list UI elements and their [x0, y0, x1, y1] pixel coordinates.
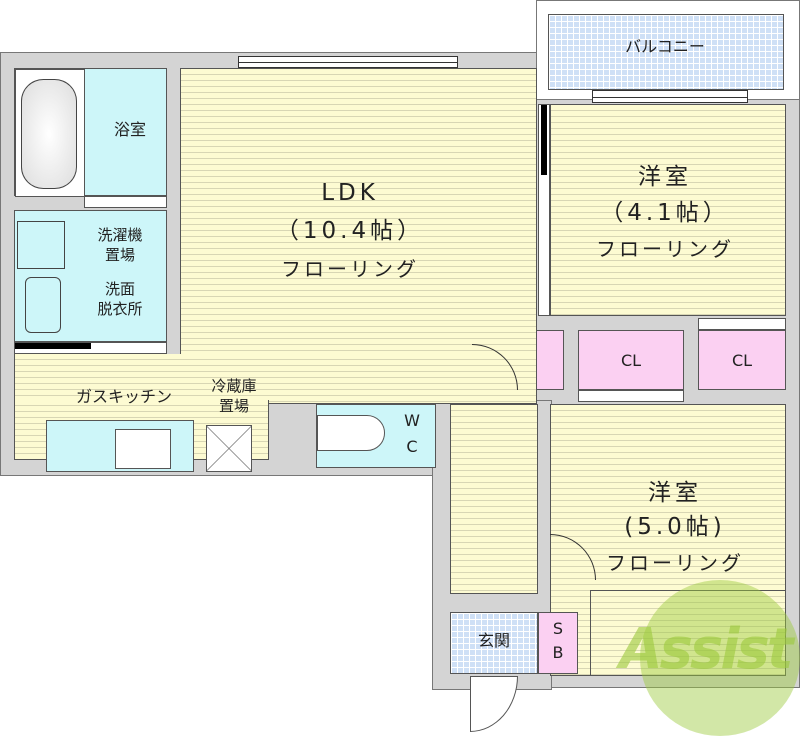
western1-size-label: （4.1帖） — [600, 200, 730, 226]
bathtub-basin-icon — [21, 79, 77, 189]
fridge-space-icon — [206, 425, 252, 472]
balcony — [548, 14, 784, 90]
ldk-label: LDK — [321, 180, 379, 206]
kitchen-counter — [46, 420, 194, 472]
washing-machine-place-label: 置場 — [104, 246, 135, 264]
fridge-label: 冷蔵庫 — [211, 377, 257, 395]
western2-floor-label: フローリング — [606, 551, 744, 575]
kitchen-area — [14, 354, 537, 404]
western2-size-label: (5.0帖) — [624, 514, 726, 540]
sliding-door-ldk-western1[interactable] — [538, 104, 550, 316]
shoe-box — [538, 612, 578, 674]
washing-machine-label: 洗濯機 — [97, 226, 143, 244]
entrance-door[interactable] — [470, 676, 518, 732]
closet-1-label: CL — [620, 351, 642, 370]
bathroom: 浴室 — [14, 68, 167, 197]
ldk-floor-label: フローリング — [281, 257, 419, 281]
ldk-room — [180, 68, 537, 356]
dressing-room-label: 脱衣所 — [97, 300, 143, 318]
fridge-place-label: 置場 — [218, 397, 249, 415]
western2-label: 洋室 — [648, 480, 702, 506]
closet-1-door[interactable] — [578, 390, 684, 402]
washroom: 洗濯機 置場 洗面 脱衣所 — [14, 210, 167, 342]
closet-2-label: CL — [731, 351, 753, 370]
kitchen-label: ガスキッチン — [75, 387, 172, 406]
western1-floor-label: フローリング — [596, 237, 734, 261]
sink-icon — [25, 277, 61, 333]
wc-room — [316, 404, 436, 468]
western-room-1 — [550, 104, 786, 316]
ldk-size-label: （10.4帖） — [275, 218, 425, 244]
kitchen-sink-icon — [115, 429, 171, 469]
washroom-door[interactable] — [14, 342, 167, 354]
western1-window[interactable] — [592, 90, 748, 103]
toilet-icon — [317, 415, 385, 451]
entrance — [450, 612, 538, 674]
hallway — [450, 404, 538, 594]
wc-label-c: C — [406, 437, 418, 456]
closet-1 — [578, 330, 684, 390]
watermark-text: Assist — [619, 617, 793, 682]
bathroom-label: 浴室 — [113, 120, 146, 139]
balcony-label: バルコニー — [625, 37, 705, 56]
wc-label-w: W — [404, 411, 420, 430]
entrance-label: 玄関 — [477, 631, 510, 650]
closet-2-door[interactable] — [698, 318, 786, 330]
closet-2 — [698, 330, 786, 390]
western-room-2-lower — [590, 590, 786, 676]
shoe-box-label-b: B — [552, 643, 564, 662]
watermark-logo — [640, 580, 800, 736]
closet-ldk — [536, 330, 564, 390]
shoe-box-label-s: S — [552, 619, 564, 638]
western1-label: 洋室 — [638, 164, 692, 190]
washing-machine-icon — [17, 221, 65, 269]
washroom-label: 洗面 — [104, 280, 135, 298]
ldk-window[interactable] — [238, 56, 458, 68]
bathroom-door[interactable] — [84, 196, 167, 208]
